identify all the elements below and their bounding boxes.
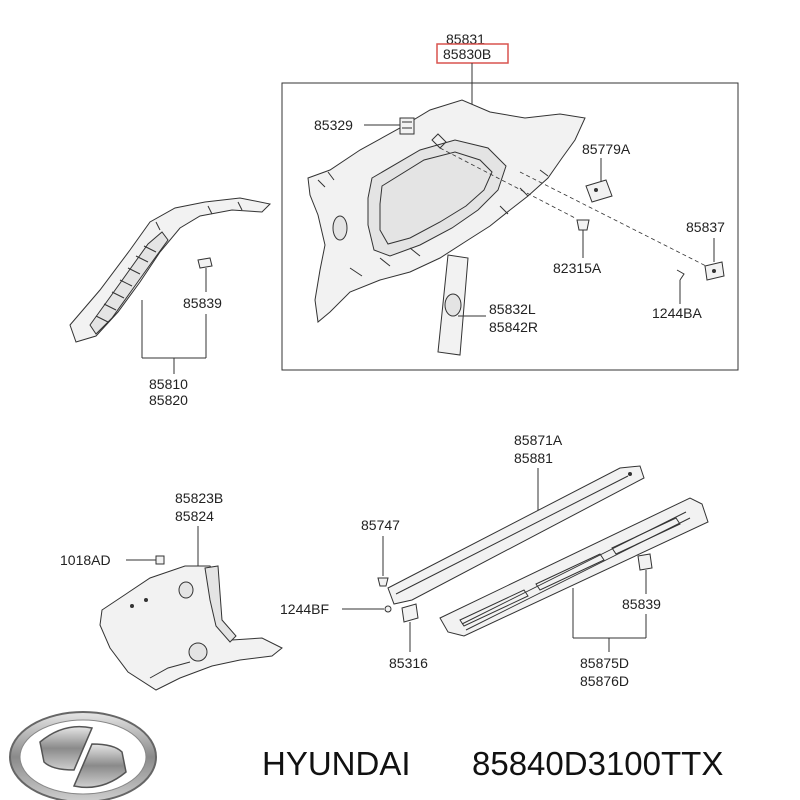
label-85823B: 85823B	[175, 490, 223, 506]
label-85839-top: 85839	[183, 295, 222, 311]
label-85842R: 85842R	[489, 319, 538, 335]
label-85881: 85881	[514, 450, 553, 466]
label-85839-bottom: 85839	[622, 596, 661, 612]
quarter-trim-panel	[307, 99, 586, 323]
quarter-trim-frame	[281, 82, 739, 371]
part-1244BA-screw	[676, 269, 685, 281]
label-82315A: 82315A	[553, 260, 602, 276]
hyundai-logo-icon	[9, 711, 157, 800]
part-85779A-bracket	[585, 179, 613, 203]
part-82315A-fastener	[576, 219, 590, 238]
part-85747-clip	[377, 577, 389, 587]
scuff-plate-85875D	[439, 497, 709, 637]
label-85831: 85831	[446, 31, 485, 47]
part-85329-clip	[399, 117, 415, 135]
label-85747: 85747	[361, 517, 400, 533]
label-85876D: 85876D	[580, 673, 629, 689]
part-number: 85840D3100TTX	[472, 745, 723, 782]
label-1244BF: 1244BF	[280, 601, 329, 617]
brand-name: HYUNDAI	[262, 745, 411, 782]
label-85824: 85824	[175, 508, 214, 524]
part-1018AD-screw	[155, 555, 165, 565]
label-1244BA: 1244BA	[652, 305, 702, 321]
label-85329: 85329	[314, 117, 353, 133]
label-85837: 85837	[686, 219, 725, 235]
label-85830B: 85830B	[443, 46, 491, 62]
part-85839-clip-top	[197, 257, 213, 269]
dash-to-82315A	[439, 147, 576, 219]
part-85316-clip	[401, 603, 419, 623]
label-85316: 85316	[389, 655, 428, 671]
part-1244BF-screw	[384, 605, 392, 613]
dash-to-85837	[519, 171, 711, 269]
sill-trim-85871A	[387, 465, 645, 605]
part-85832L-strip	[437, 254, 469, 356]
label-85832L: 85832L	[489, 301, 536, 317]
label-85779A: 85779A	[582, 141, 631, 157]
label-85875D: 85875D	[580, 655, 629, 671]
pillar-trim-85810	[69, 197, 272, 343]
part-85837-bracket	[704, 261, 725, 281]
label-85810: 85810	[149, 376, 188, 392]
label-85820: 85820	[149, 392, 188, 408]
label-85871A: 85871A	[514, 432, 563, 448]
part-85839-clip-bottom	[637, 553, 653, 571]
label-1018AD: 1018AD	[60, 552, 111, 568]
kick-panel-85823B	[99, 565, 283, 691]
